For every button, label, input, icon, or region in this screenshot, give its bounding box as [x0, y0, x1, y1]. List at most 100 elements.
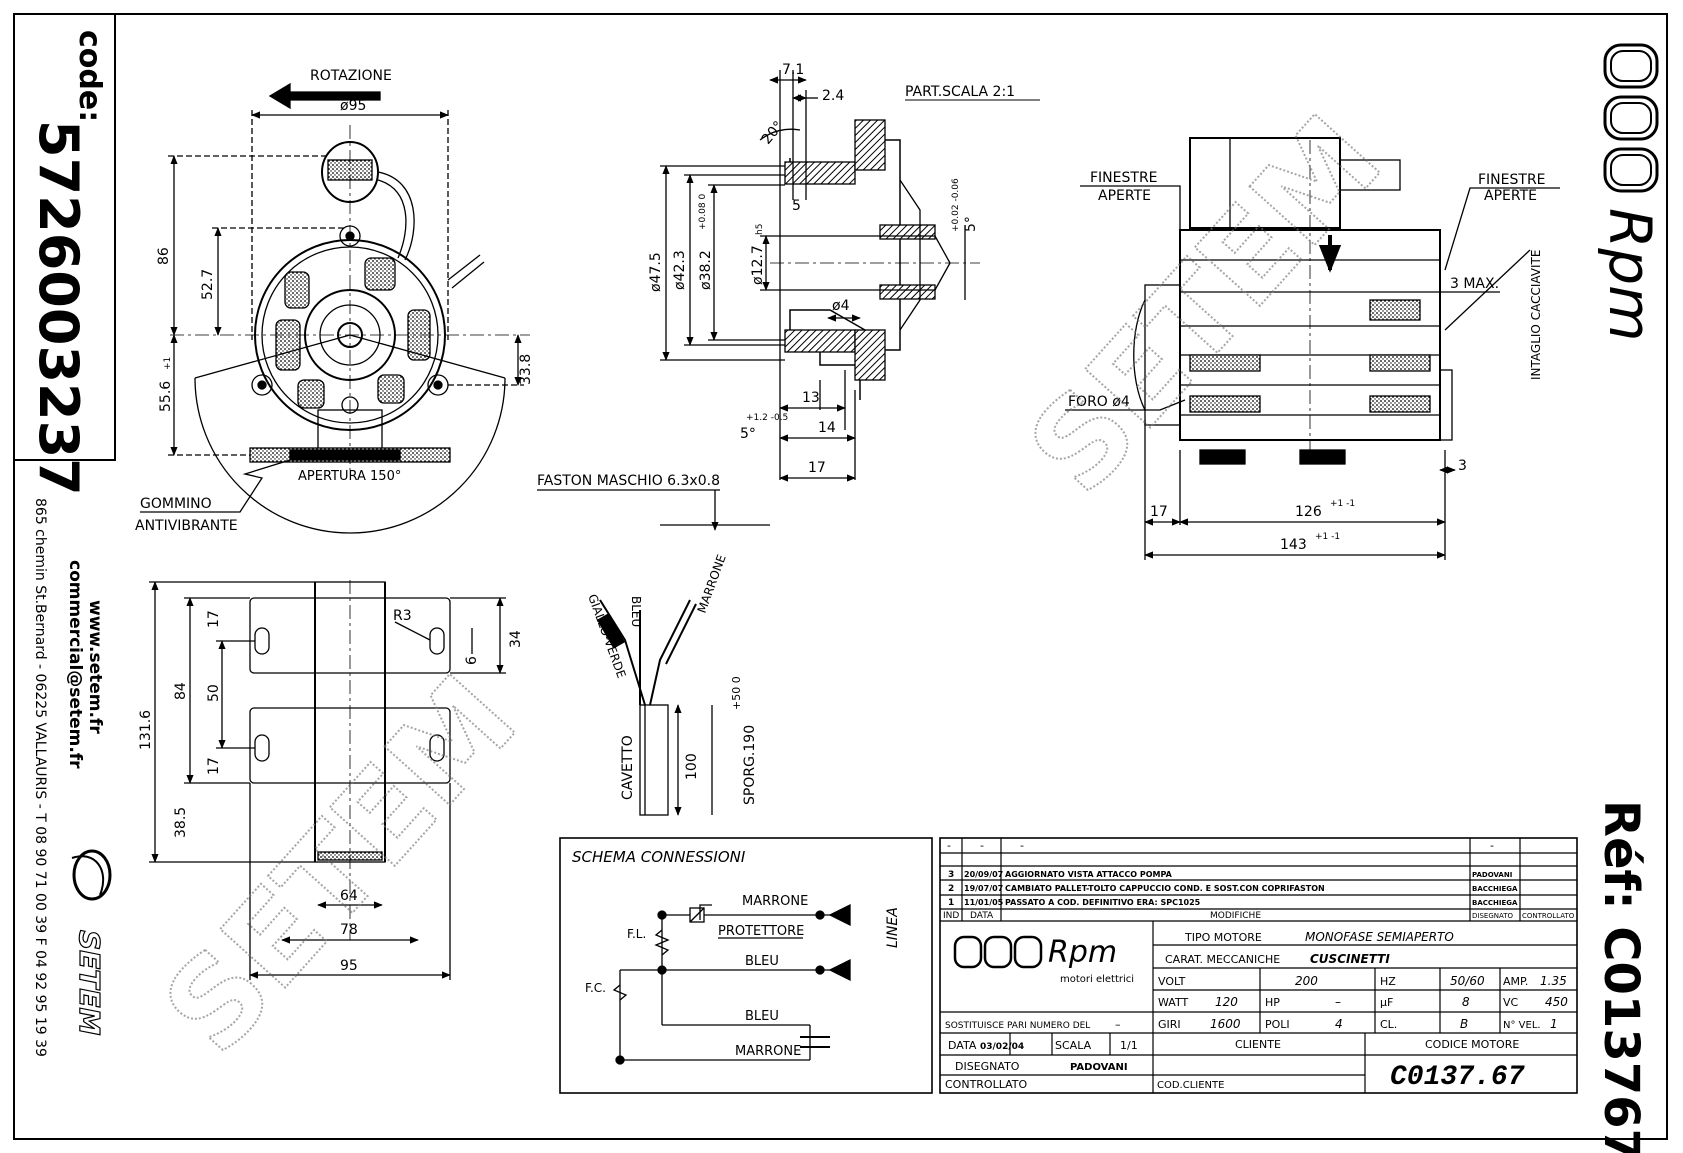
hdr-disegnato: DISEGNATO	[1472, 912, 1514, 920]
label-fl: F.L.	[627, 927, 646, 941]
dim-6: 6	[464, 656, 480, 665]
title-rpm-logo-icon	[953, 935, 1043, 969]
label-marrone-top: MARRONE	[742, 894, 808, 909]
amp-label: AMP.	[1503, 975, 1528, 988]
rubber-label-1: GOMMINO	[140, 496, 212, 512]
rotation-label: ROTAZIONE	[310, 68, 392, 84]
address-text: 865 chemin St.Bernard - 06225 VALLAURIS …	[32, 498, 48, 1057]
dim-64: 64	[340, 888, 358, 904]
data-value: 03/02/04	[980, 1042, 1024, 1052]
poli-value: 4	[1335, 1017, 1343, 1031]
watermark-1: SETEM	[138, 651, 544, 1080]
disegnato-label: DISEGNATO	[955, 1060, 1020, 1073]
setem-logo-text: SETEM	[73, 930, 106, 1036]
volt-value: 200	[1295, 974, 1318, 988]
hdr-ind: IND	[943, 911, 959, 921]
scale-label: PART.SCALA 2:1	[905, 84, 1015, 100]
rev-2-data: 19/07/07	[964, 884, 1003, 893]
blank-ind: -	[947, 839, 951, 852]
dim-14: 14	[818, 420, 836, 436]
disegnato-value: PADOVANI	[1070, 1062, 1128, 1073]
dim-dia95: ø95	[340, 98, 366, 114]
dim-34: 34	[508, 630, 524, 648]
max-label: 3 MAX.	[1450, 276, 1499, 292]
dim-5: 5	[792, 198, 801, 214]
hdr-modifiche: MODIFICHE	[1210, 911, 1261, 921]
hdr-data: DATA	[970, 911, 994, 921]
dim-dia47-5: ø47.5	[648, 252, 664, 292]
dim-50: 50	[206, 684, 222, 702]
window-left-1: FINESTRE	[1090, 170, 1158, 186]
dim-52-7: 52.7	[200, 269, 216, 300]
watt-value: 120	[1215, 995, 1238, 1009]
ref-text: Réf: C013767	[1593, 800, 1649, 1153]
blank-data: -	[980, 839, 984, 852]
dim-126-tol: +1 -1	[1330, 499, 1355, 509]
cable-label: CAVETTO	[620, 735, 636, 800]
window-right-1: FINESTRE	[1478, 172, 1546, 188]
uf-value: 8	[1462, 995, 1470, 1009]
cod-cliente-label: COD.CLIENTE	[1157, 1080, 1224, 1091]
sporg-tol: +50 0	[730, 676, 743, 710]
dim-95: 95	[340, 958, 358, 974]
dim-2-4: 2.4	[822, 88, 844, 104]
dim-84: 84	[173, 682, 189, 700]
dim-126: 126	[1295, 504, 1322, 520]
window-left-2: APERTE	[1098, 188, 1151, 204]
rev-2-dis: BACCHIEGA	[1472, 885, 1518, 893]
dim-100: 100	[684, 753, 700, 780]
dim-7-1: 7.1	[782, 62, 804, 78]
rev-1-data: 11/01/05	[964, 898, 1004, 907]
front-view: ROTAZIONE ø95	[135, 68, 534, 534]
dim-17-top: 17	[206, 610, 222, 628]
dim-right-tol: +0.02 -0.06	[951, 178, 961, 232]
hdr-controllato: CONTROLLATO	[1522, 912, 1575, 920]
label-marrone-low: MARRONE	[735, 1044, 801, 1059]
right-panel: Rpm Réf: C013767	[1593, 43, 1664, 1153]
opening-label: APERTURA 150°	[298, 469, 401, 484]
vc-value: 450	[1545, 995, 1568, 1009]
dim-78: 78	[340, 922, 358, 938]
dim-17-detail: 17	[808, 460, 826, 476]
code-label: code:	[72, 30, 107, 122]
dim-dia12-7: ø12.7	[750, 245, 766, 285]
label-bleu-mid: BLEU	[745, 954, 779, 969]
carat-value: CUSCINETTI	[1310, 952, 1390, 966]
cl-label: CL.	[1380, 1018, 1397, 1031]
dim-86: 86	[156, 247, 172, 265]
dim-dia38-2: ø38.2	[698, 250, 714, 290]
rev-3-dis: PADOVANI	[1472, 871, 1512, 879]
tipo-motore-label: TIPO MOTORE	[1184, 931, 1262, 944]
wire-label-bleu: BLEU	[629, 596, 643, 627]
rev-3-mod: AGGIORNATO VISTA ATTACCO POMPA	[1005, 870, 1173, 879]
watt-label: WATT	[1158, 996, 1188, 1009]
bottom-mount-view: 131.6 84 50 17 17 38.5 R3 34 6 64 78 95	[138, 580, 524, 980]
window-right-2: APERTE	[1484, 188, 1537, 204]
linea-arrow-top-icon	[828, 903, 851, 927]
dim-33-8: 33.8	[518, 354, 534, 385]
cliente-label: CLIENTE	[1235, 1038, 1281, 1051]
shaft-detail-view: PART.SCALA 2:1 7.1 2.4 20°	[648, 62, 1040, 482]
rotation-arrow-icon	[268, 82, 381, 110]
rpm-logo-icon	[1603, 43, 1659, 193]
dim-dia4: ø4	[832, 298, 850, 314]
dim-143: 143	[1280, 537, 1307, 553]
connector-view: FASTON MASCHIO 6.3x0.8 GIALLO-VERDE BLEU…	[537, 473, 770, 816]
dim-143-tol: +1 -1	[1315, 532, 1340, 542]
blank-mod: -	[1020, 839, 1024, 852]
codice-motore-label: CODICE MOTORE	[1425, 1038, 1519, 1051]
side-view: FINESTRE APERTE FINESTRE APERTE 3 MAX. I…	[1065, 137, 1560, 560]
giri-value: 1600	[1210, 1017, 1241, 1031]
scala-value: 1/1	[1120, 1039, 1138, 1052]
rev-1-mod: PASSATO A COD. DEFINITIVO ERA: SPC1025	[1005, 898, 1201, 907]
rev-2-ind: 2	[948, 884, 954, 894]
dim-55-6: 55.6	[158, 381, 174, 412]
dim-dia38-2-tol: +0.08 0	[698, 194, 708, 230]
rpm-brand-text: Rpm	[1596, 208, 1664, 342]
wire-label-marrone: MARRONE	[695, 553, 729, 615]
rev-1-dis: BACCHIEGA	[1472, 899, 1518, 907]
rev-3-ind: 3	[948, 870, 954, 880]
sporg-label: SPORG.190	[742, 725, 758, 805]
label-protettore: PROTETTORE	[718, 924, 804, 939]
